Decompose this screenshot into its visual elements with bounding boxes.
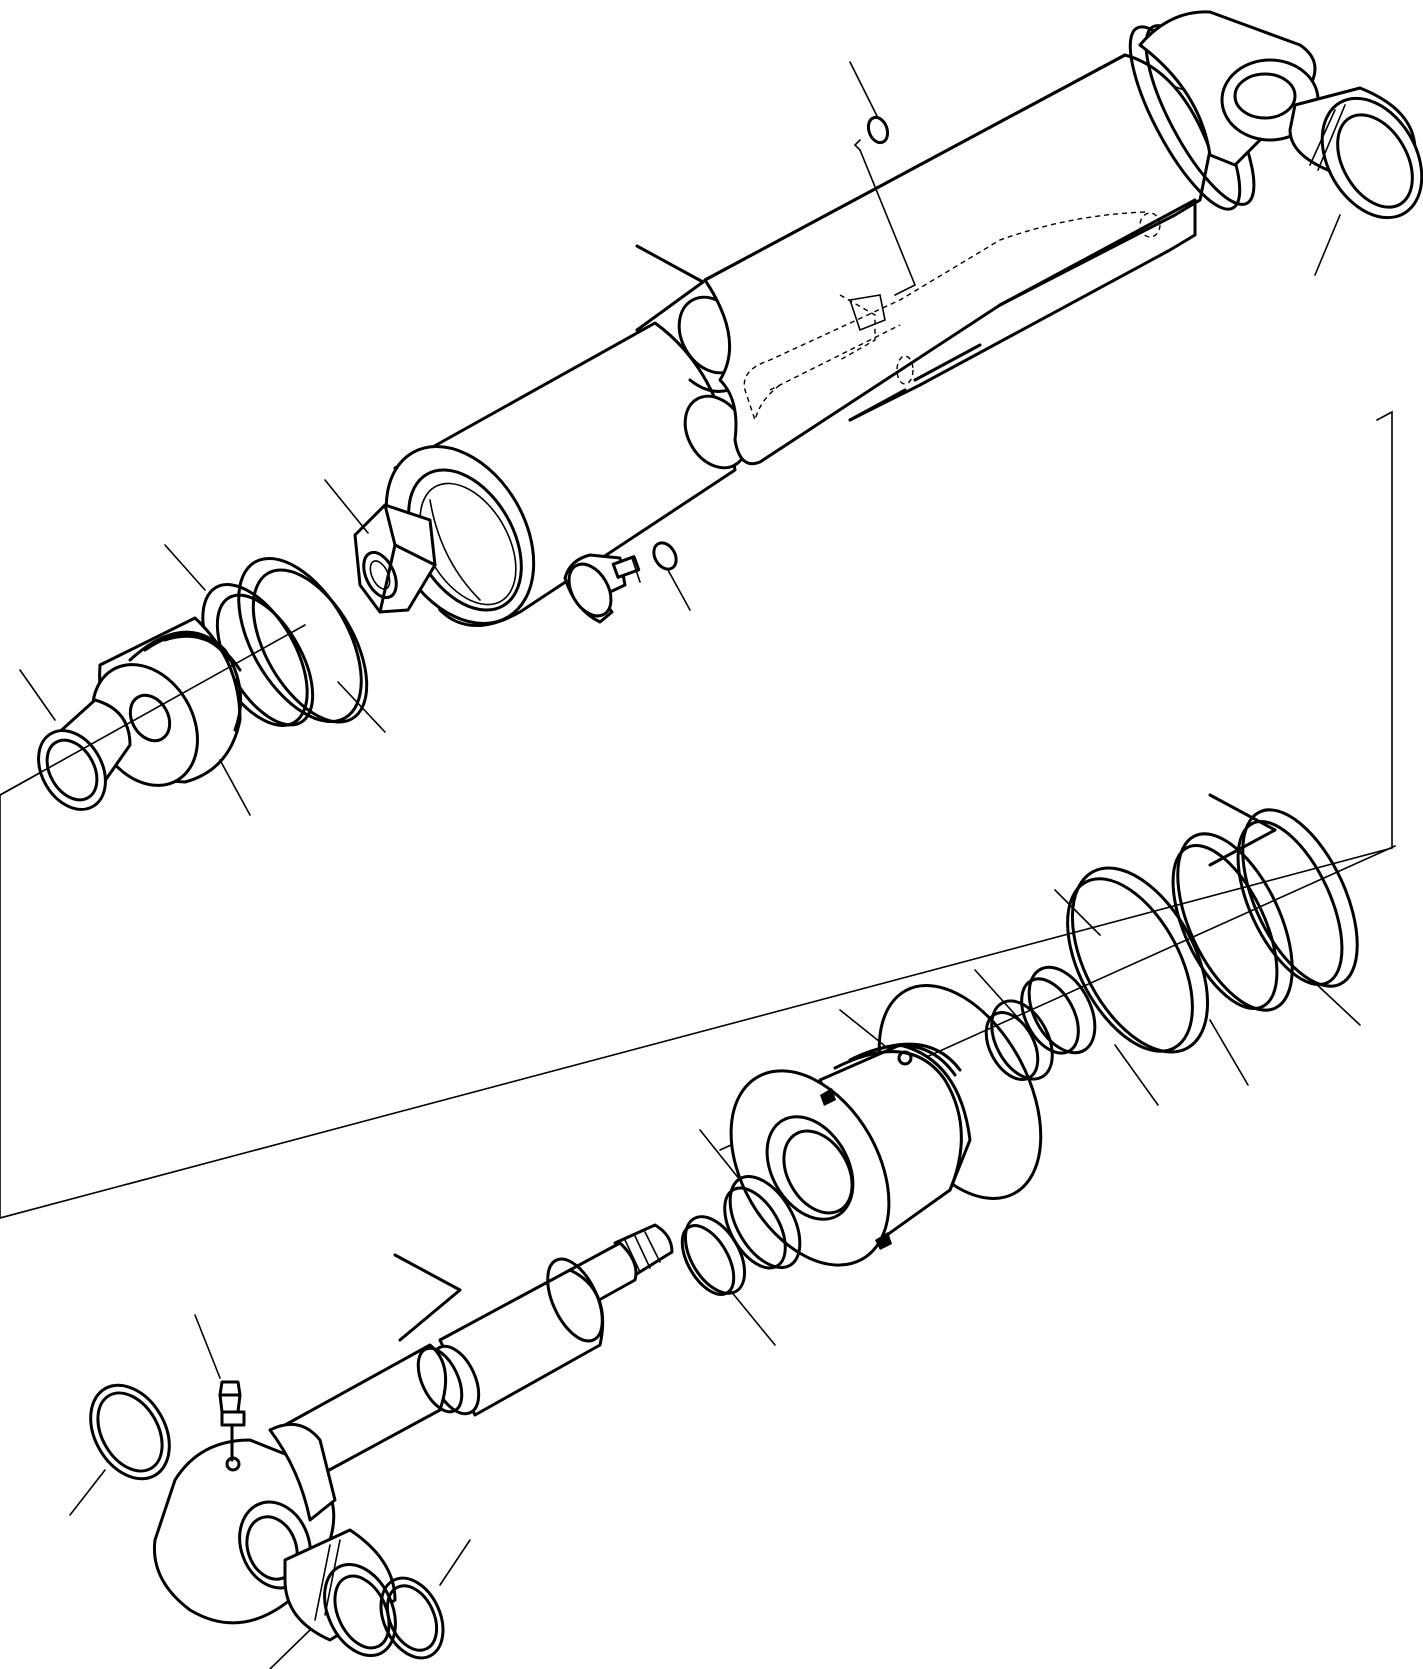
rod-gland xyxy=(729,984,1043,1267)
gland-seals xyxy=(974,793,1361,1106)
tube-assembly xyxy=(384,10,1321,627)
elbow-fitting xyxy=(563,553,641,624)
piston-rod xyxy=(283,1223,674,1477)
piston-ring-wear xyxy=(237,556,386,733)
assembly-connector-lines xyxy=(0,410,1393,1219)
piston-nut xyxy=(324,479,437,614)
piston-spacer xyxy=(0,624,306,811)
tube-pin-bushing xyxy=(1288,86,1423,276)
dust-seals xyxy=(69,1383,471,1660)
o-ring-port xyxy=(652,541,691,611)
rod-wiper-seal xyxy=(680,1129,802,1346)
grease-nipple xyxy=(194,1314,246,1462)
o-ring-tube-top xyxy=(849,61,917,296)
